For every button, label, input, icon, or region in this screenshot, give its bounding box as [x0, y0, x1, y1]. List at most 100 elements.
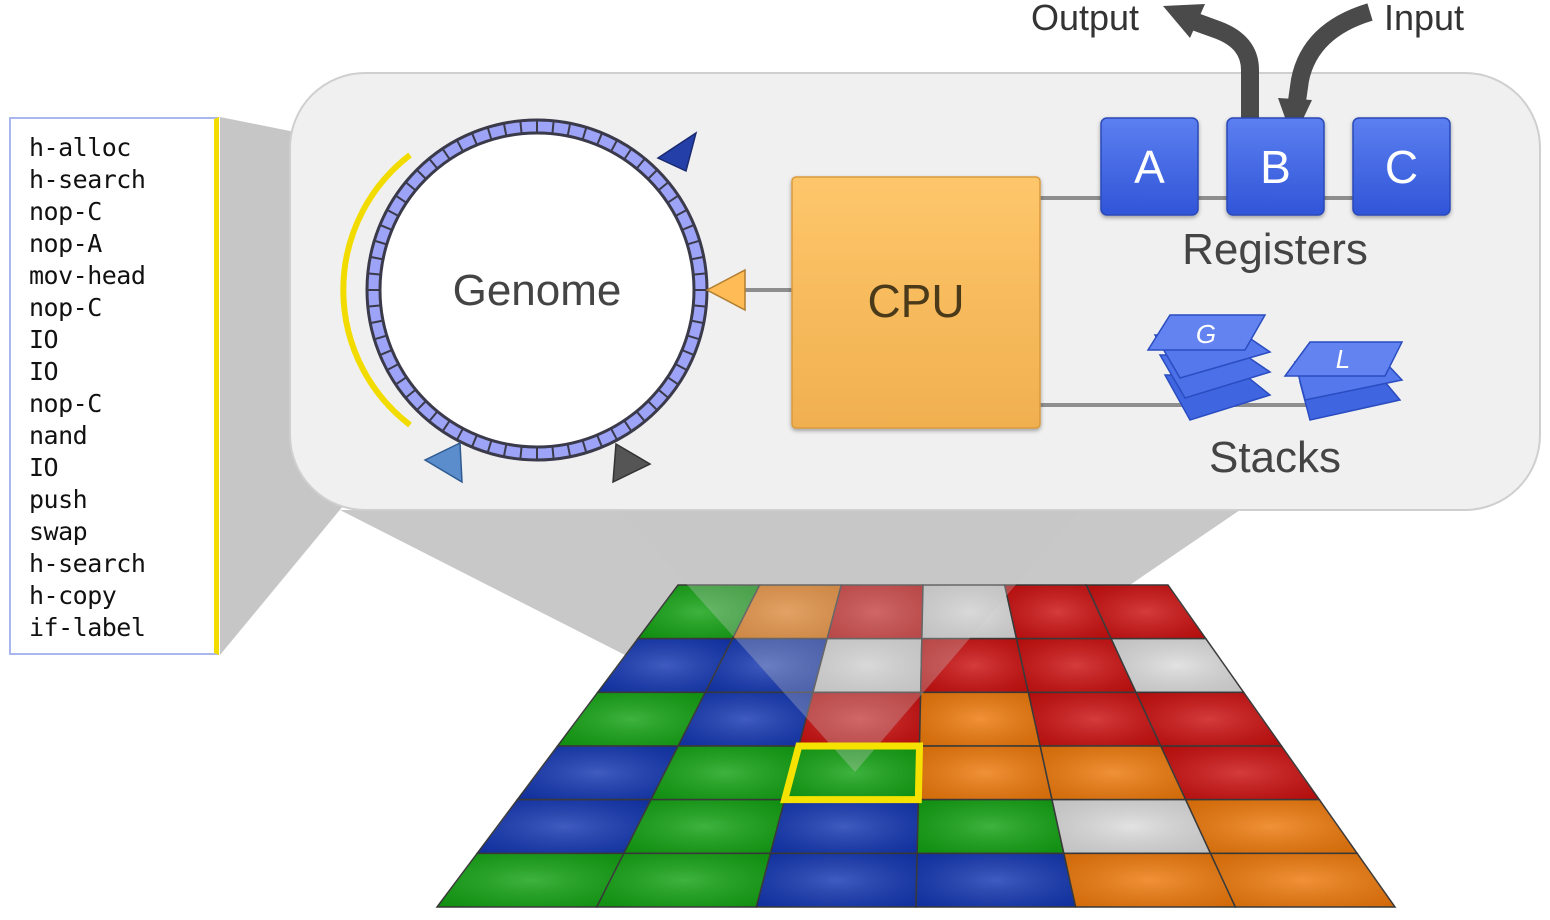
genome-segment-divider: [686, 334, 700, 341]
register-b-label: B: [1260, 141, 1291, 193]
grid-cell-shading: [1028, 692, 1161, 746]
stack-g: G: [1146, 314, 1272, 421]
instruction-item: IO: [29, 325, 59, 354]
grid-cell-shading: [1086, 585, 1206, 639]
genome-segment-divider: [395, 194, 408, 204]
genome-segment-divider: [581, 127, 588, 141]
grid-cell-shading: [756, 853, 918, 907]
genome-segment-divider: [395, 376, 408, 386]
genome-segment-divider: [596, 434, 603, 448]
grid-cell-shading: [623, 799, 785, 854]
genome-segment-divider: [623, 148, 633, 161]
genome-segment-divider: [635, 157, 646, 170]
instruction-item: nop-A: [29, 229, 102, 258]
instruction-pointer-dark-blue: [656, 131, 698, 173]
grid-cell-shading: [813, 638, 922, 693]
instruction-item: if-label: [29, 613, 146, 642]
grid-cell-shading: [1136, 692, 1282, 746]
zoom-cone-overlay: [620, 510, 1080, 772]
stack-g-label: G: [1196, 319, 1216, 349]
genome-segment-divider: [519, 446, 523, 460]
register-a-label: A: [1134, 141, 1165, 193]
cpu-label: CPU: [867, 275, 964, 327]
instruction-item: nop-C: [29, 389, 102, 418]
grid-cell-shading: [705, 638, 828, 693]
grid-cell-shading: [1160, 746, 1320, 800]
genome-segment-divider: [657, 181, 670, 192]
grid-cell-shading: [732, 585, 842, 639]
instruction-item: nand: [29, 421, 88, 450]
register-c-label: C: [1385, 141, 1418, 193]
genome-segment-divider: [693, 304, 707, 308]
genome-ring-segments: [367, 120, 707, 460]
genome-segment-divider: [471, 434, 478, 448]
grid-cell-shading: [596, 853, 771, 907]
registers-label: Registers: [1182, 225, 1368, 274]
genome-segment-divider: [428, 410, 439, 423]
genome-segment-divider: [674, 363, 688, 372]
grid-cell-shading: [477, 799, 651, 854]
genome-segment-divider: [502, 443, 508, 457]
genome-segment-divider: [610, 139, 619, 153]
genome-segment-divider: [379, 349, 393, 356]
grid-cell-shading: [1210, 853, 1395, 907]
input-arrow: [1287, 3, 1373, 110]
genome-segment-divider: [623, 419, 633, 432]
register-a: [1100, 117, 1199, 216]
instruction-item: swap: [29, 517, 88, 546]
genome-segment-divider: [674, 208, 688, 217]
instruction-item: nop-C: [29, 293, 102, 322]
genome-segment-divider: [551, 120, 555, 134]
genome-segment-divider: [666, 376, 679, 386]
input-label: Input: [1384, 0, 1464, 38]
genome-segment-divider: [647, 169, 658, 180]
registers-group: A B C: [1100, 117, 1451, 216]
output-label: Output: [1031, 0, 1139, 38]
stacks-label: Stacks: [1209, 433, 1341, 482]
grid-cell-shading: [798, 692, 921, 746]
genome-segment-divider: [690, 255, 704, 261]
genome-segment-divider: [657, 388, 670, 399]
genome-segment-divider: [455, 427, 464, 441]
cpu-block: [791, 176, 1041, 429]
stack-l-top: [1283, 341, 1404, 377]
grid-cell-shading: [1111, 638, 1244, 693]
register-c: [1352, 117, 1451, 216]
genome-segment-divider: [519, 120, 523, 134]
output-arrowhead: [1163, 4, 1205, 38]
grid-cell-shading: [919, 692, 1041, 746]
grid-cell-shading: [920, 638, 1029, 693]
grid-cell-shading: [784, 746, 920, 800]
genome-segment-divider: [635, 410, 646, 423]
genome-segment-divider: [404, 388, 417, 399]
genome-segment-divider: [610, 427, 619, 441]
genome-segment-divider: [690, 319, 704, 325]
grid-cell-shading: [918, 746, 1052, 800]
instruction-item: IO: [29, 453, 59, 482]
genome-segment-divider: [596, 132, 603, 146]
genome-segment-divider: [681, 224, 695, 231]
instruction-item: h-alloc: [29, 133, 131, 162]
grid-cell-shading: [651, 746, 799, 800]
grid-cell-shading: [917, 799, 1064, 854]
grid-cell-shading: [557, 692, 706, 746]
instruction-item: h-search: [29, 549, 146, 578]
instruction-pointer-gray: [612, 442, 652, 484]
instruction-item: push: [29, 485, 88, 514]
genome-segment-divider: [686, 239, 700, 246]
instruction-item: nop-C: [29, 197, 102, 226]
genome-label: Genome: [453, 266, 622, 315]
genome-segment-divider: [693, 272, 707, 276]
instruction-item: IO: [29, 357, 59, 386]
grid-cell-shading: [1063, 853, 1236, 907]
grid-cell-shading: [1040, 746, 1186, 800]
grid-cell-shading: [517, 746, 679, 800]
grid-cell-shading: [921, 585, 1017, 639]
genome-segment-divider: [551, 446, 555, 460]
genome-segment-divider: [666, 194, 679, 204]
grid-cell-shading: [637, 585, 760, 639]
genome-segment-divider: [502, 123, 508, 137]
genome-segment-divider: [386, 208, 400, 217]
